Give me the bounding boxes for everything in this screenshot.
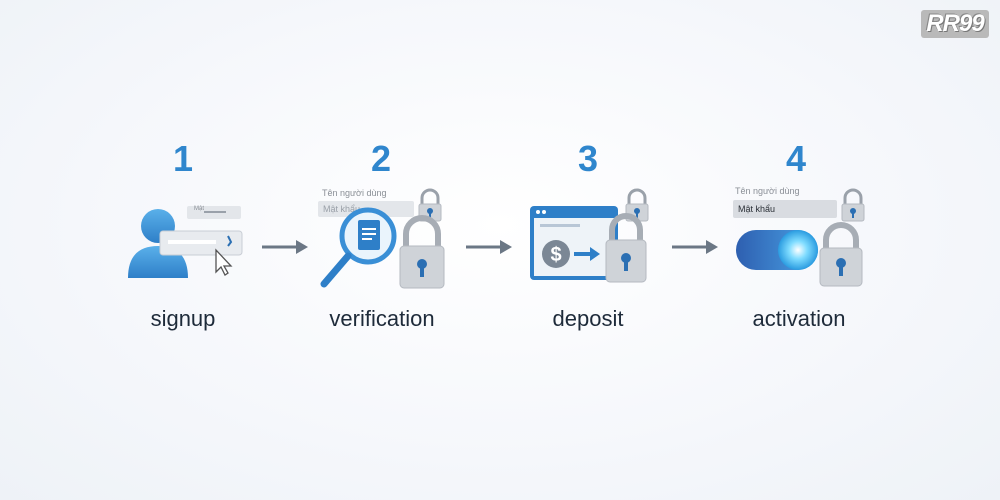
brand-logo: RR99 [921,10,989,38]
step-4-number: 4 [785,138,807,179]
arrow-right-icon [672,240,718,254]
brand-logo-text: RR99 [926,10,984,37]
step-4-label: activation [752,306,846,331]
toggle-lock-icon [736,188,865,287]
step-2-label: verification [329,306,435,331]
step-1-number: 1 [172,138,194,179]
signup-field-text: Mật [194,206,205,212]
activation-password-field: Mật khẩu [733,200,837,218]
svg-text:$: $ [550,244,561,266]
activation-username-label: Tên người dùng [735,186,800,196]
verification-username-label: Tên người dùng [322,188,387,198]
browser-dollar-lock-icon: $ [530,188,649,283]
step-3-label: deposit [552,306,624,331]
step-2-number: 2 [370,138,392,179]
step-3-number: 3 [577,138,599,179]
arrow-right-icon [466,240,512,254]
small-lock-icon [841,188,865,222]
user-signup-icon [128,206,243,278]
arrow-right-icon [262,240,308,254]
magnifier-document-lock-icon [320,188,445,289]
step-1-label: signup [150,306,216,331]
